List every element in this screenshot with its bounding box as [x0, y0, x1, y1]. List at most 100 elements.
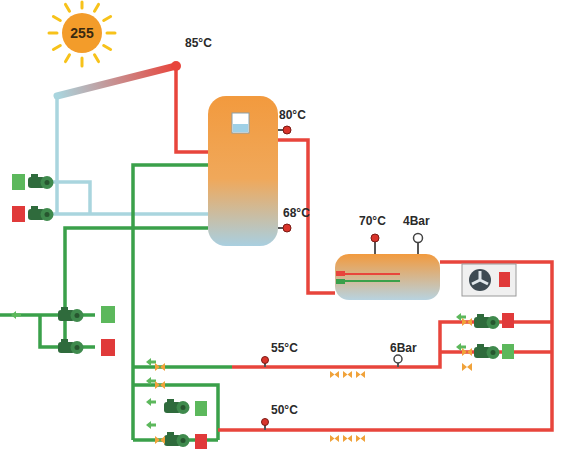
storage-tank [283, 126, 291, 134]
sun-disc [62, 13, 102, 53]
red-pipes [176, 66, 552, 430]
sun-rays [104, 46, 111, 50]
pumps [28, 174, 54, 189]
storage-tank [283, 224, 291, 232]
storage-tank [208, 96, 278, 246]
status-lamps [195, 401, 207, 416]
sun-rays [49, 32, 57, 35]
reading-label: 85°C [184, 36, 213, 50]
pumps [58, 339, 84, 354]
flow-arrows [11, 311, 21, 319]
red-pipes [232, 322, 552, 367]
sun-rays [95, 4, 99, 11]
sun-rays [49, 2, 115, 66]
status-lamps [502, 344, 514, 359]
sun-circle: 255 [62, 13, 102, 53]
heat-exchanger [340, 273, 400, 275]
flow-arrows [456, 313, 466, 321]
line-sensors [262, 419, 269, 426]
reading-label: 50°C [270, 403, 299, 417]
heat-exchanger [336, 279, 345, 284]
valves [343, 435, 352, 442]
line-sensors [262, 355, 403, 430]
reading-label: 70°C [358, 214, 387, 228]
solar-collector [54, 93, 60, 99]
heat-pump-unit [462, 264, 516, 296]
valves [462, 318, 472, 326]
heat-exchanger [371, 234, 379, 242]
blue-pipes [55, 96, 59, 214]
blue-pipes [40, 212, 208, 216]
line-sensors [394, 355, 402, 363]
flow-arrows [11, 311, 466, 429]
green-pipes [133, 385, 218, 440]
pumps [28, 174, 500, 447]
sun-rays [53, 46, 60, 50]
status-lamps [502, 313, 514, 328]
valves [343, 371, 352, 378]
heat-pump-unit [472, 271, 488, 284]
sun-rays [66, 4, 70, 11]
valves [330, 371, 339, 378]
status-lamps [12, 174, 25, 190]
heat-pump-unit [462, 264, 516, 296]
pumps [58, 307, 84, 322]
flow-arrows [456, 343, 466, 351]
valves [155, 363, 165, 371]
heat-exchanger [414, 234, 423, 243]
storage-tank [208, 96, 291, 246]
flow-arrows [146, 398, 156, 406]
sun-rays [66, 55, 70, 62]
sun-value: 255 [70, 25, 93, 41]
heat-exchanger [335, 254, 440, 300]
heat-pump-unit [469, 269, 491, 291]
line-sensors [262, 357, 269, 364]
reading-label: 4Bar [402, 214, 431, 228]
reading-label: 80°C [278, 108, 307, 122]
red-pipes [176, 66, 208, 152]
sun-rays [81, 2, 84, 8]
solar-collector [57, 66, 176, 96]
heat-exchanger [336, 271, 345, 276]
green-pipes [65, 228, 208, 347]
pumps [474, 314, 500, 329]
pumps [164, 399, 190, 414]
sun-rays [107, 32, 115, 35]
valves [155, 381, 165, 389]
solar-collector [171, 61, 181, 71]
valves [330, 435, 339, 442]
flow-arrows [146, 421, 156, 429]
heat-exchanger [335, 234, 440, 301]
sun-rays [95, 55, 99, 62]
valves [155, 318, 472, 444]
sun-rays [49, 2, 115, 66]
storage-tank [233, 124, 248, 132]
flow-arrows [146, 377, 156, 385]
green-pipes [133, 165, 208, 440]
storage-tank [232, 113, 249, 133]
status-lamps [12, 174, 514, 449]
status-lamps [101, 306, 115, 323]
green-pipes [133, 365, 232, 369]
green-pipes [0, 165, 232, 440]
sun-rays [81, 58, 84, 66]
status-lamps [101, 339, 115, 356]
sun-rays [53, 17, 60, 21]
pumps [474, 344, 500, 359]
flow-arrows [146, 358, 156, 366]
valves [462, 363, 472, 371]
valves [462, 348, 472, 356]
valves [356, 435, 365, 442]
red-pipes [278, 140, 335, 293]
valves [155, 436, 165, 444]
status-lamps [12, 206, 25, 222]
heat-exchanger [340, 280, 400, 282]
reading-label: 55°C [270, 341, 299, 355]
blue-pipes [40, 96, 208, 214]
heat-pump-unit [499, 272, 510, 287]
reading-label: 68°C [282, 206, 311, 220]
pumps [28, 206, 54, 221]
sun-rays [104, 17, 111, 21]
